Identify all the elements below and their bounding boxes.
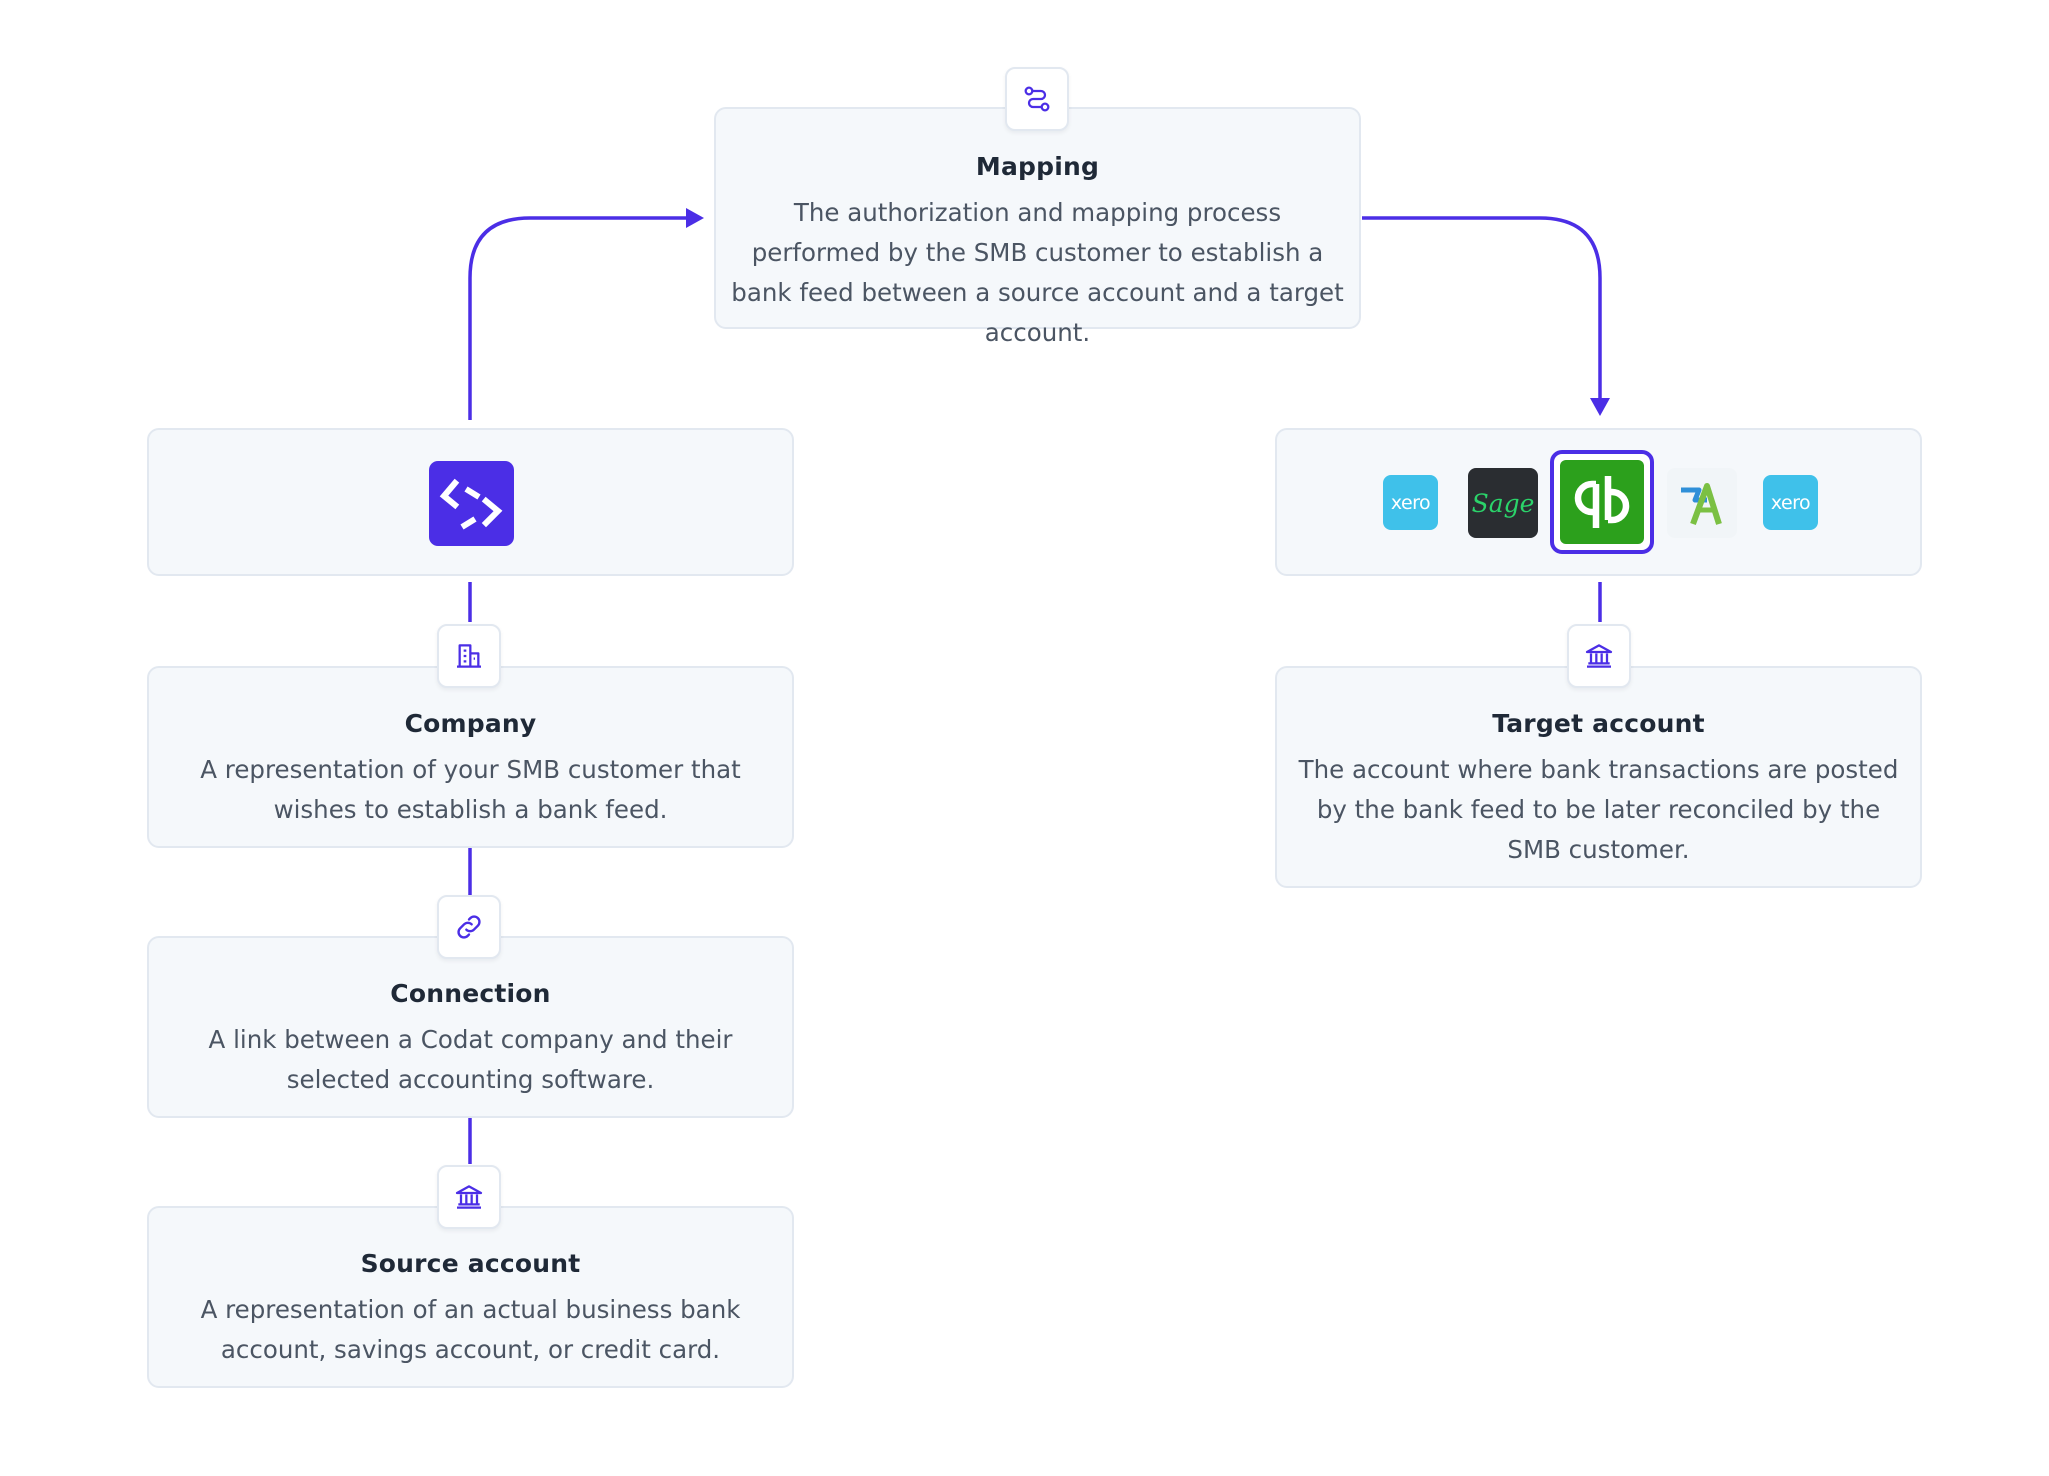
connection-title: Connection	[390, 979, 551, 1008]
bank-icon	[1567, 624, 1631, 688]
target-account-card: Target account The account where bank tr…	[1275, 666, 1922, 888]
sage-logo: Sage	[1468, 468, 1538, 538]
codat-logo-card	[147, 428, 794, 576]
sage-logo-text: Sage	[1471, 488, 1535, 518]
bank-icon	[437, 1165, 501, 1229]
xero-logo-text: xero	[1390, 491, 1431, 514]
xero-logo: xero	[1763, 475, 1818, 530]
mapping-description: The authorization and mapping process pe…	[731, 198, 1344, 347]
quickbooks-logo	[1560, 460, 1644, 544]
xero-logo-text: xero	[1770, 491, 1811, 514]
accounting-logos-card: xero Sage xero	[1275, 428, 1922, 576]
link-icon	[437, 895, 501, 959]
arrow-mapping-to-target	[1362, 216, 1602, 400]
xero-logo: xero	[1383, 475, 1438, 530]
arrow-codat-to-mapping	[468, 216, 698, 420]
source-account-description: A representation of an actual business b…	[200, 1295, 741, 1364]
quickbooks-logo-selected-frame	[1550, 450, 1654, 554]
mapping-card: Mapping The authorization and mapping pr…	[714, 107, 1361, 347]
codat-logo	[429, 461, 514, 546]
building-icon	[437, 624, 501, 688]
company-card: Company A representation of your SMB cus…	[147, 666, 794, 848]
mapping-title: Mapping	[975, 152, 1100, 181]
target-account-description: The account where bank transactions are …	[1298, 755, 1899, 864]
source-account-title: Source account	[360, 1249, 581, 1278]
connection-description: A link between a Codat company and their…	[208, 1025, 733, 1094]
connection-card: Connection A link between a Codat compan…	[147, 936, 794, 1118]
company-title: Company	[404, 709, 537, 738]
source-account-card: Source account A representation of an ac…	[147, 1206, 794, 1388]
company-description: A representation of your SMB customer th…	[200, 755, 741, 824]
target-account-title: Target account	[1492, 709, 1705, 738]
freeagent-logo	[1667, 468, 1737, 538]
route-icon	[1005, 67, 1069, 131]
